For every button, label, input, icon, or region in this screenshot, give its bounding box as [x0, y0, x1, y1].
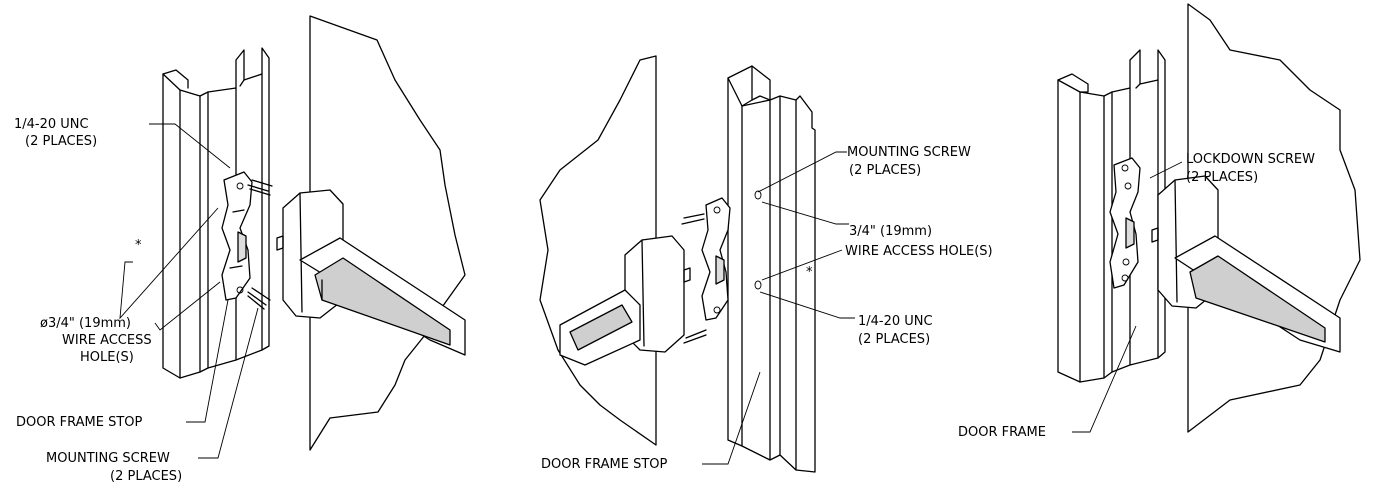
fig2-thread-callout: 1/4-20 UNC	[858, 314, 933, 329]
fig2-exit-device	[559, 235, 691, 366]
fig3-exit-device	[1151, 175, 1341, 353]
fig3-frame-callout: DOOR FRAME	[958, 425, 1046, 440]
fig1-asterisk: *	[135, 238, 142, 253]
figure-1-frame-stop-mount: 1/4-20 UNC (2 PLACES) * ø3/4" (19mm) WIR…	[14, 15, 466, 484]
fig1-exit-device	[276, 189, 466, 356]
fig1-door-panel	[309, 15, 466, 451]
fig1-screws	[247, 179, 273, 310]
fig1-screw-callout: MOUNTING SCREW	[46, 451, 170, 466]
figure-2-frame-stop-mount: MOUNTING SCREW (2 PLACES) 3/4" (19mm) WI…	[539, 55, 993, 473]
fig2-thread-qty: (2 PLACES)	[858, 332, 930, 347]
fig1-thread-callout: 1/4-20 UNC	[14, 117, 89, 132]
fig1-stop-callout: DOOR FRAME STOP	[16, 415, 143, 430]
fig2-screw-qty: (2 PLACES)	[849, 163, 921, 178]
fig2-strike-plate	[701, 197, 731, 321]
fig2-door-panel	[539, 55, 657, 446]
fig2-hole-callout-1: 3/4" (19mm)	[849, 224, 932, 239]
fig3-strike-plate	[1109, 157, 1141, 289]
fig1-hole-callout-2: WIRE ACCESS	[62, 333, 152, 348]
fig1-thread-qty: (2 PLACES)	[25, 134, 97, 149]
fig3-lockdown-callout: LOCKDOWN SCREW	[1186, 152, 1315, 167]
fig2-screw-callout: MOUNTING SCREW	[847, 145, 971, 160]
fig2-door-frame	[727, 65, 816, 473]
fig1-strike-plate	[221, 171, 253, 301]
fig2-stop-callout: DOOR FRAME STOP	[541, 457, 668, 472]
fig2-asterisk: *	[806, 265, 813, 280]
fig1-door-frame	[162, 47, 270, 379]
fig1-screw-qty: (2 PLACES)	[110, 469, 182, 484]
fig3-lockdown-qty: (2 PLACES)	[1186, 170, 1258, 185]
fig1-hole-callout-3: HOLE(S)	[80, 350, 134, 365]
fig2-leaders	[702, 151, 855, 465]
fig2-hole-callout-2: WIRE ACCESS HOLE(S)	[845, 244, 993, 259]
fig3-leaders	[1072, 161, 1183, 433]
figure-3-lockdown-mount: LOCKDOWN SCREW (2 PLACES) DOOR FRAME	[958, 3, 1361, 440]
fig3-door-panel	[1187, 3, 1361, 433]
fig1-hole-callout-1: ø3/4" (19mm)	[40, 316, 131, 331]
fig1-leaders	[119, 123, 259, 459]
fig2-screws	[681, 213, 707, 344]
